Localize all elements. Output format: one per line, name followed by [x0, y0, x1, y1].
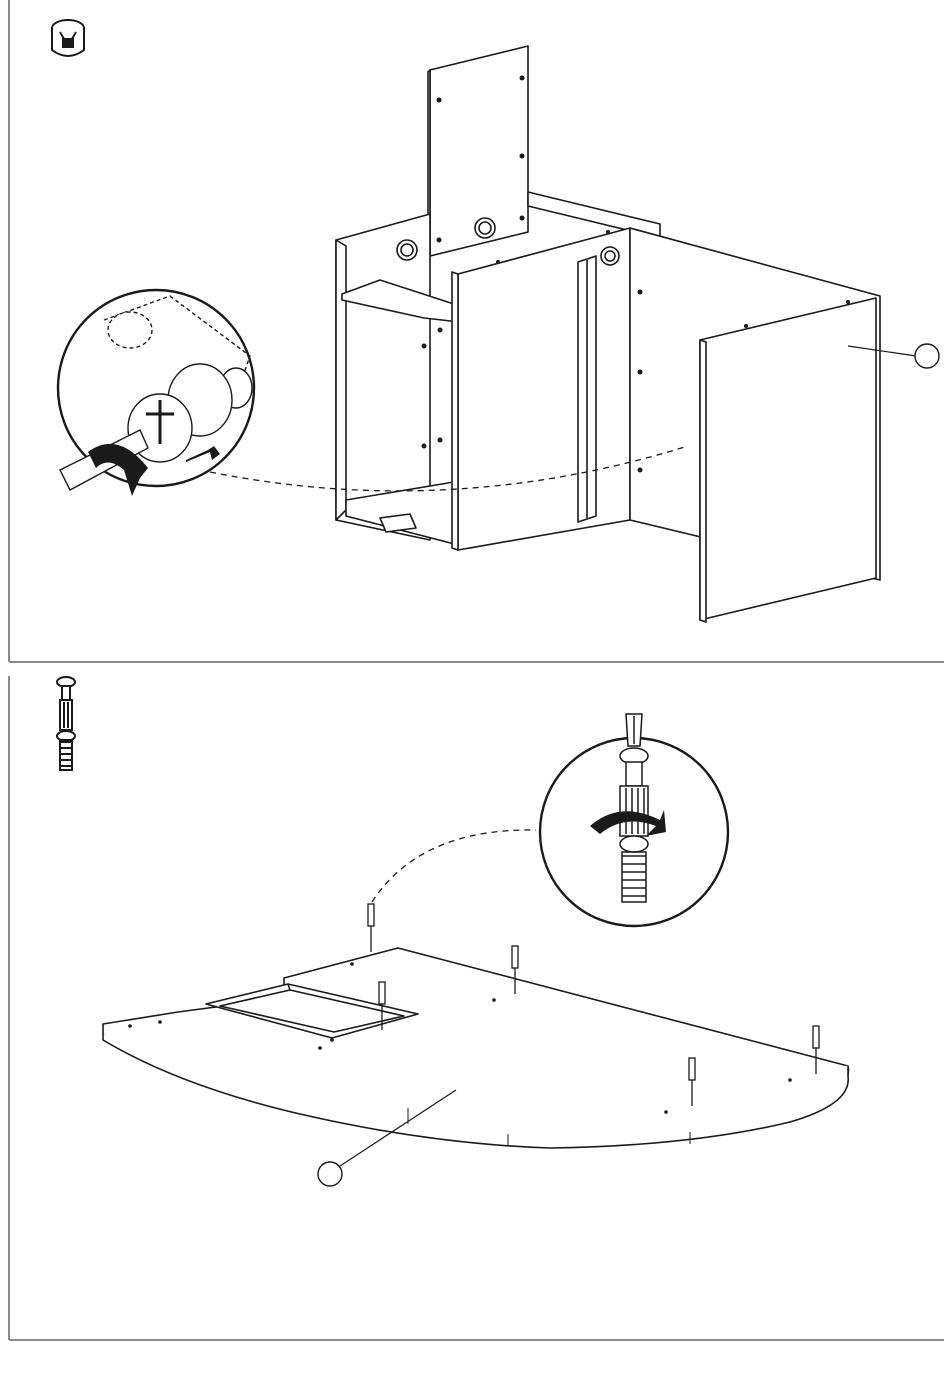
cam-lock-tightening-detail: [58, 290, 254, 496]
desktop-assembly-drawing: [0, 676, 950, 1344]
step-panel-cam-lock: [0, 0, 950, 665]
cam-lock-icon: [52, 20, 84, 56]
cam-bolt-icon: [57, 677, 75, 770]
cam-bolt-screwing-detail: [540, 714, 728, 926]
cabinet-assembly-drawing: [0, 0, 950, 665]
step-panel-cam-bolt: [0, 676, 950, 1344]
center-divider-panel: [458, 228, 630, 550]
part-callout-circle: [915, 344, 939, 368]
detail-leader-line: [372, 830, 536, 902]
cam-bolt: [368, 904, 374, 952]
part-callout-circle: [318, 1162, 342, 1186]
